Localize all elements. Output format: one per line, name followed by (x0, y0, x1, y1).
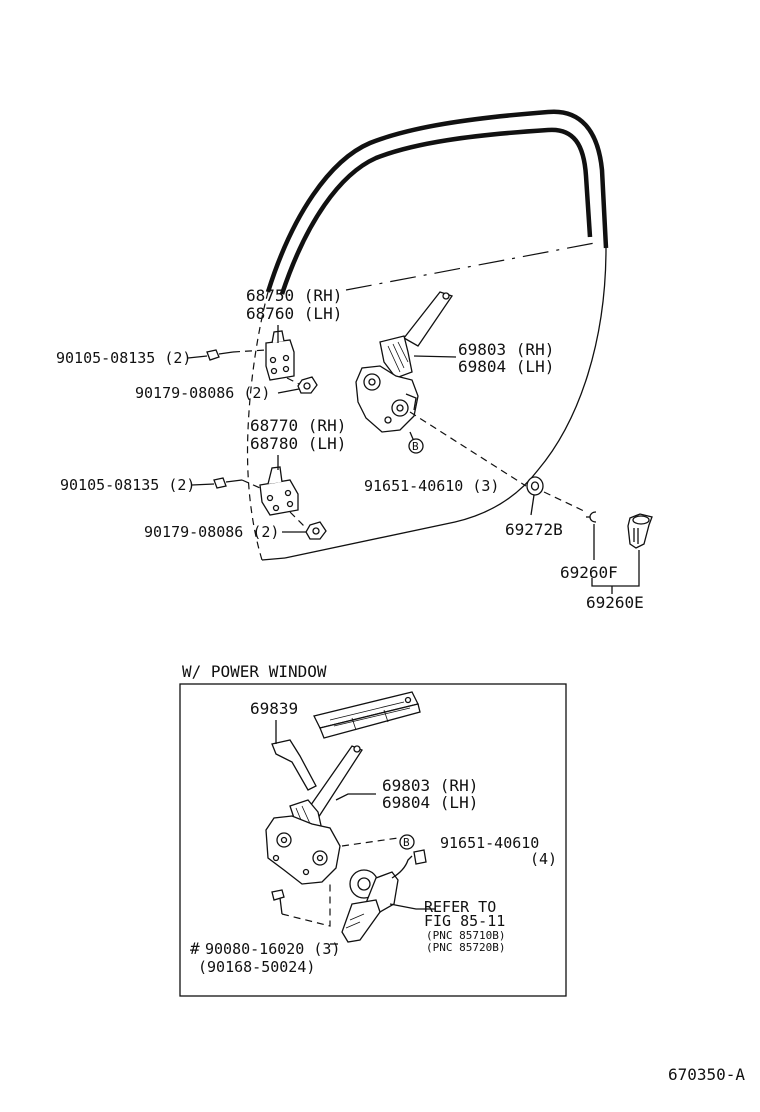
part-label-90080: 90080-16020 (3) (205, 940, 340, 958)
part-label-69260F: 69260F (560, 563, 618, 582)
part-label-69804-power: 69804 (LH) (382, 793, 478, 812)
pnc-85720B: (PNC 85720B) (426, 941, 505, 954)
refer-fig-text: FIG 85-11 (424, 912, 505, 930)
glass-channel-rail (313, 691, 421, 739)
part-label-90179-lower: 90179-08086 (2) (144, 523, 279, 541)
part-label-69803-power: 69803 (RH) (382, 776, 478, 795)
nut-icon (305, 521, 327, 540)
part-label-69260E: 69260E (586, 593, 644, 612)
bolt-icon (206, 349, 234, 361)
part-label-91651-power: 91651-40610 (440, 834, 539, 852)
part-label-68760: 68760 (LH) (246, 304, 342, 323)
window-motor (341, 849, 427, 943)
nut-icon (297, 376, 318, 394)
part-label-68750: 68750 (RH) (246, 286, 342, 305)
callout-b-text: B (412, 440, 419, 453)
callout-b-badge (408, 438, 424, 454)
part-label-90179-upper: 90179-08086 (2) (135, 384, 270, 402)
lower-hinge (259, 466, 299, 516)
manual-window-regulator (355, 291, 454, 433)
part-label-91651-upper: 91651-40610 (3) (364, 477, 499, 495)
regulator-bracket-69839 (271, 739, 317, 791)
part-label-68780: 68780 (LH) (250, 434, 346, 453)
callout-b-badge (399, 834, 415, 850)
part-label-90168: (90168-50024) (198, 958, 315, 976)
leader-lines-upper (187, 325, 640, 594)
part-label-68770: 68770 (RH) (250, 416, 346, 435)
figure-code: 670350-A (668, 1065, 745, 1084)
callout-b-text: B (403, 836, 410, 849)
upper-hinge (265, 330, 295, 381)
bolt-icon (271, 889, 285, 915)
refer-to-text: REFER TO (424, 898, 496, 916)
pnc-85710B: (PNC 85710B) (426, 929, 505, 942)
power-window-regulator (265, 745, 363, 885)
part-label-69803: 69803 (RH) (458, 340, 554, 359)
power-window-title: W/ POWER WINDOW (182, 662, 327, 681)
grommet-icon (526, 476, 544, 496)
part-label-90105-lower: 90105-08135 (2) (60, 476, 195, 494)
leader-lines-inset (275, 720, 436, 945)
door-frame (246, 109, 609, 561)
power-window-box (179, 683, 567, 997)
hash-mark: # (190, 939, 200, 958)
window-crank-handle-icon (627, 513, 653, 549)
part-label-69272B: 69272B (505, 520, 563, 539)
bolt-icon (213, 477, 243, 489)
part-label-69839: 69839 (250, 699, 298, 718)
part-label-69804: 69804 (LH) (458, 357, 554, 376)
part-label-90105-upper: 90105-08135 (2) (56, 349, 191, 367)
part-label-91651-qty: (4) (530, 850, 557, 868)
clip-icon (586, 511, 597, 523)
